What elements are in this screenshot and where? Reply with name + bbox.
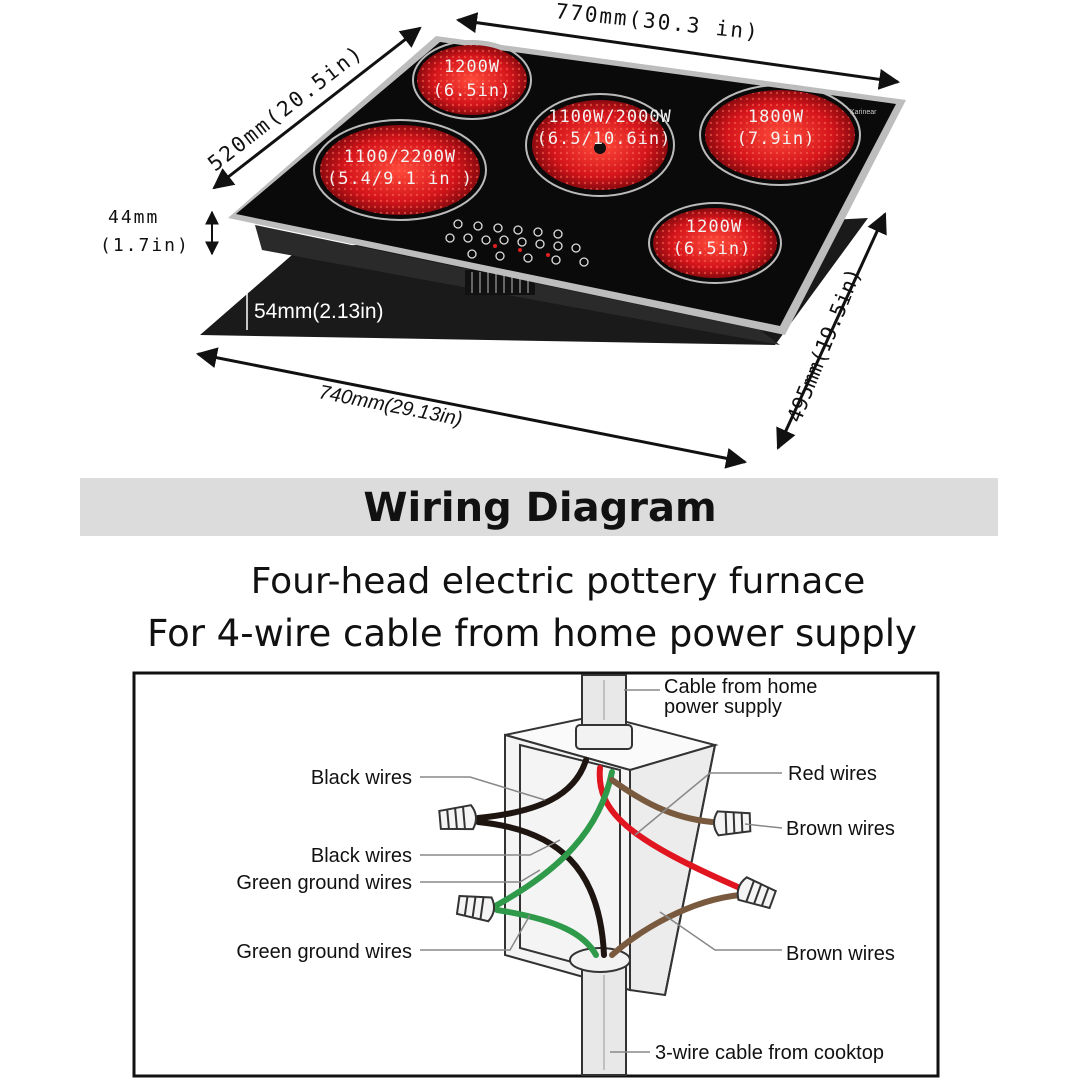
burner-5-power: 1200W — [686, 217, 742, 237]
label-black-wires-2: Black wires — [311, 845, 412, 867]
label-brown-wires-1: Brown wires — [786, 818, 895, 840]
burner-4 — [699, 84, 861, 186]
black-wire-bottom — [475, 819, 607, 958]
burner-1-size: (6.5in) — [433, 81, 512, 101]
title-band — [80, 478, 998, 536]
thickness-mm-label: 44mm — [108, 207, 159, 228]
burner-3-size: (6.5/10.6in) — [537, 129, 672, 149]
red-wire — [596, 765, 743, 891]
burner-3-power: 1100W/2000W — [548, 107, 672, 127]
touch-controls — [445, 219, 589, 267]
label-cable-home-2: power supply — [664, 696, 782, 718]
burner-2-size: (5.4/9.1 in ) — [327, 169, 473, 189]
subtitle-2: For 4-wire cable from home power supply — [147, 612, 917, 655]
leader-lines — [420, 689, 783, 1053]
wire-nuts — [438, 804, 778, 923]
cutout-width-arrow — [195, 347, 748, 469]
burner-4-size: (7.9in) — [737, 129, 816, 149]
label-cooktop-cable: 3-wire cable from cooktop — [655, 1042, 884, 1064]
black-wire-top — [475, 757, 589, 821]
burner-3 — [525, 93, 675, 197]
burner-1-power: 1200W — [444, 57, 500, 77]
burner-1 — [412, 40, 532, 120]
cutout-height-label: 54mm(2.13in) — [254, 300, 384, 323]
label-green-ground-2: Green ground wires — [236, 941, 412, 963]
label-black-wires-1: Black wires — [311, 767, 412, 789]
cooktop-cable-conduit — [569, 947, 631, 1076]
label-green-ground-1: Green ground wires — [236, 872, 412, 894]
cutout-width-label: 740mm(29.13in) — [317, 381, 464, 430]
burner-5-size: (6.5in) — [673, 239, 752, 259]
green-wire-bottom — [494, 907, 599, 958]
section-title: Wiring Diagram — [363, 485, 716, 531]
burner-4-power: 1800W — [748, 107, 804, 127]
brown-wire-top — [609, 777, 715, 825]
thickness-in-label: (1.7in) — [100, 235, 190, 256]
home-cable-conduit — [575, 674, 633, 750]
subtitle-1: Four-head electric pottery furnace — [251, 561, 866, 602]
label-brown-wires-2: Brown wires — [786, 943, 895, 965]
burner-2-power: 1100/2200W — [344, 147, 456, 167]
top-width-arrow — [455, 12, 901, 90]
top-depth-arrow — [212, 26, 422, 190]
label-cable-home-1: Cable from home — [664, 676, 817, 698]
brand-mark: Karinear — [850, 109, 877, 116]
green-wire-top — [494, 769, 615, 908]
cutout-depth-arrow — [776, 212, 887, 450]
label-red-wires: Red wires — [788, 763, 877, 785]
